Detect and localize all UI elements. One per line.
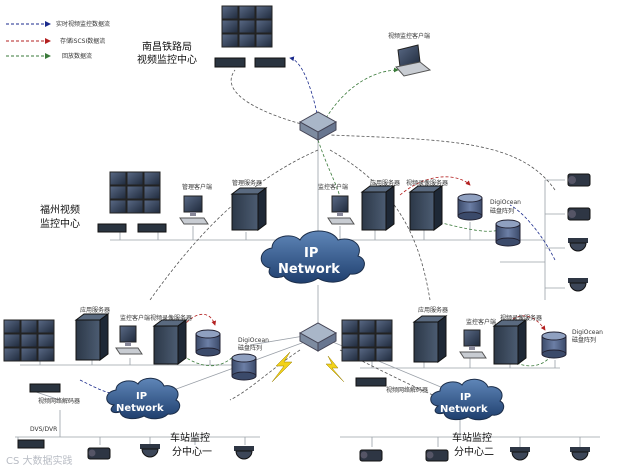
station1-ip-network-cloud: [106, 377, 181, 420]
nanchang-video-wall: [221, 5, 273, 48]
camera-icon-right-1: [567, 173, 591, 187]
nanchang-decoders: [214, 57, 286, 68]
station2-decoder-icon: [355, 377, 387, 387]
station2-video-wall: [341, 319, 393, 362]
fuzhou-mgmt-server-icon: [230, 187, 268, 231]
station2-camera-icon-2: [425, 449, 449, 462]
camera-icon-right-2: [567, 207, 591, 221]
nanchang-title-line1: 南昌铁路局: [142, 40, 192, 53]
legend-label-realtime: 实时视频监控数据流: [56, 20, 110, 28]
core-ip-network-cloud: [260, 230, 365, 284]
legend-label-iscsi: 存储iSCSI数据流: [60, 37, 105, 45]
middle-switch-icon: [298, 322, 338, 352]
station2-network-label-line1: IP: [460, 392, 471, 403]
station1-disk-array-icon: [195, 329, 257, 381]
nanchang-client-laptop-icon: [395, 44, 432, 77]
fuzhou-recording-server-label: 视频录像服务器: [406, 179, 448, 187]
station2-decoder-label: 视频网络解码器: [386, 386, 428, 394]
core-network-label-line2: Network: [278, 262, 340, 277]
station2-monitor-client-label: 监控客户端: [466, 318, 496, 326]
station1-storage-label-line1: DigiOcean: [238, 337, 269, 344]
fuzhou-video-wall: [97, 171, 167, 233]
station2-camera-icon-1: [359, 449, 383, 462]
station2-monitor-client-icon: [459, 329, 487, 359]
station2-network-label-line2: Network: [440, 404, 488, 415]
station1-title-line1: 车站监控: [170, 431, 210, 444]
fuzhou-disk-array-icon: [457, 193, 521, 247]
station2-recording-server-label: 视频录像服务器: [500, 314, 542, 322]
fuzhou-mgmt-client-label: 管理客户端: [182, 183, 212, 191]
station2-title-line2: 分中心二: [454, 445, 494, 458]
station1-decoder-icon: [29, 383, 61, 393]
station1-app-server-icon: [74, 313, 110, 361]
core-network-label-line1: IP: [304, 246, 318, 261]
fuzhou-storage-label-line1: DigiOcean: [490, 199, 521, 206]
fuzhou-title-line2: 监控中心: [40, 217, 80, 230]
fuzhou-title-line1: 福州视频: [40, 203, 80, 216]
fuzhou-monitor-client-label: 监控客户端: [318, 183, 348, 191]
fuzhou-mgmt-server-label: 管理服务器: [232, 179, 262, 187]
station2-title-line1: 车站监控: [452, 431, 492, 444]
station2-recording-server-icon: [492, 319, 528, 365]
station1-storage-label-line2: 磁盘阵列: [238, 344, 262, 352]
station1-network-label-line2: Network: [116, 403, 164, 414]
fuzhou-monitor-client-icon: [327, 195, 355, 225]
station1-dome-camera-icon-3: [234, 446, 254, 460]
nanchang-title-line2: 视频监控中心: [137, 53, 197, 66]
fuzhou-storage-label-line2: 磁盘阵列: [490, 207, 514, 215]
station1-recording-server-label: 视频录像服务器: [150, 314, 192, 322]
station1-monitor-client-icon: [115, 325, 143, 355]
top-switch-icon: [298, 111, 338, 141]
station2-app-server-icon: [412, 315, 448, 363]
station1-recording-server-icon: [152, 319, 188, 365]
station1-camera-icon-1: [87, 447, 111, 460]
station2-ip-network-cloud: [430, 378, 505, 421]
station1-dvs-label: DVS/DVR: [30, 426, 57, 433]
station1-network-label-line1: IP: [136, 391, 147, 402]
wan-link-icon-left: [271, 351, 293, 383]
station2-dome-camera-icon-4: [570, 447, 590, 461]
dome-camera-icon-right-3: [568, 238, 588, 252]
watermark: CS 大数据实践: [6, 454, 73, 467]
station1-dvs-icon: [17, 439, 45, 449]
legend: 实时视频监控数据流 存储iSCSI数据流 回放数据流: [6, 20, 110, 60]
station1-dome-camera-icon-2: [140, 444, 160, 458]
station1-title-line2: 分中心一: [172, 445, 212, 458]
fuzhou-mgmt-client-icon: [179, 195, 209, 225]
station1-decoder-label: 视频网络解码器: [38, 397, 80, 405]
wan-link-icon-right: [325, 355, 345, 383]
station2-disk-array-icon: [541, 331, 567, 359]
station1-app-server-label: 应用服务器: [80, 306, 110, 314]
fuzhou-recording-server-icon: [408, 185, 444, 231]
fuzhou-app-server-label: 应用服务器: [370, 179, 400, 187]
station2-app-server-label: 应用服务器: [418, 306, 448, 314]
station2-storage-label-line1: DigiOcean: [572, 329, 603, 336]
station1-video-wall: [3, 319, 55, 362]
fuzhou-app-server-icon: [360, 185, 396, 231]
nanchang-client-label: 视频监控客户端: [388, 32, 430, 40]
dome-camera-icon-right-4: [568, 278, 588, 292]
station1-monitor-client-label: 监控客户端: [120, 314, 150, 322]
station2-storage-label-line2: 磁盘阵列: [572, 336, 596, 344]
connection-lines: [15, 140, 600, 447]
legend-label-playback: 回放数据流: [62, 52, 92, 60]
station2-dome-camera-icon-3: [510, 447, 530, 461]
